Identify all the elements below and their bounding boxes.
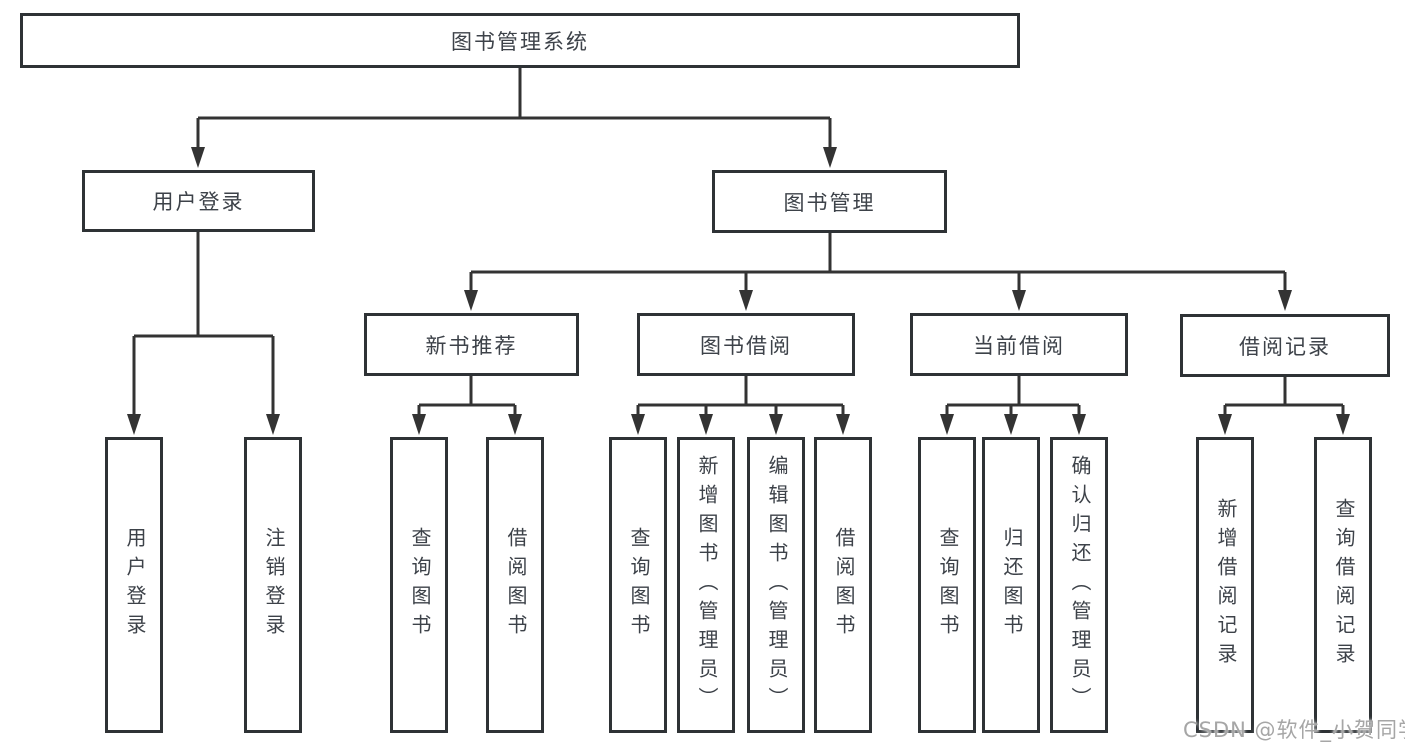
node-book-borrow: 图书借阅	[637, 313, 855, 376]
arrowhead	[1278, 290, 1292, 311]
csdn-watermark: CSDN @软件_小贺同学	[1183, 718, 1405, 742]
arrowhead	[1072, 414, 1086, 435]
leaf-add-borrow-record: 新增借阅记录	[1196, 437, 1254, 733]
leaf-logout: 注销登录	[244, 437, 302, 733]
node-current-borrow: 当前借阅	[910, 313, 1128, 376]
connector-book-borrow-children	[636, 376, 845, 417]
leaf-add-book-admin: 新增图书（管理员）	[677, 437, 735, 733]
leaf-query-borrow-record: 查询借阅记录	[1314, 437, 1372, 733]
leaf-query-book-current: 查询图书	[918, 437, 976, 733]
node-user-login: 用户登录	[82, 170, 315, 232]
node-borrow-record: 借阅记录	[1180, 314, 1390, 377]
arrowhead	[1218, 414, 1232, 435]
arrowhead	[508, 414, 522, 435]
node-root: 图书管理系统	[20, 13, 1020, 68]
arrowhead	[699, 414, 713, 435]
arrowhead	[836, 414, 850, 435]
arrowhead	[940, 414, 954, 435]
arrowhead	[739, 290, 753, 311]
connector-user-login-children	[132, 232, 275, 417]
leaf-borrow-book-recommend: 借阅图书	[486, 437, 544, 733]
arrowhead	[464, 290, 478, 311]
connector-book-management-children	[469, 233, 1287, 293]
leaf-edit-book-admin: 编辑图书（管理员）	[747, 437, 805, 733]
leaf-query-book-recommend: 查询图书	[390, 437, 448, 733]
arrowhead	[1004, 414, 1018, 435]
arrowhead	[191, 147, 205, 168]
arrowhead	[412, 414, 426, 435]
node-new-book-recommend: 新书推荐	[364, 313, 579, 376]
connector-new-book-recommend-children	[417, 376, 517, 417]
connector-root-to-level2	[196, 68, 832, 150]
arrowhead	[1012, 290, 1026, 311]
leaf-query-book-borrow: 查询图书	[609, 437, 667, 733]
connector-current-borrow-children	[945, 376, 1081, 417]
arrowhead	[631, 414, 645, 435]
leaf-borrow-book: 借阅图书	[814, 437, 872, 733]
leaf-user-login: 用户登录	[105, 437, 163, 733]
arrowhead	[1336, 414, 1350, 435]
arrowhead	[823, 147, 837, 168]
arrowhead	[266, 414, 280, 435]
connector-borrow-record-children	[1223, 377, 1345, 417]
leaf-return-book: 归还图书	[982, 437, 1040, 733]
arrowhead	[127, 414, 141, 435]
node-book-management: 图书管理	[712, 170, 947, 233]
arrowhead	[769, 414, 783, 435]
leaf-confirm-return-admin: 确认归还（管理员）	[1050, 437, 1108, 733]
